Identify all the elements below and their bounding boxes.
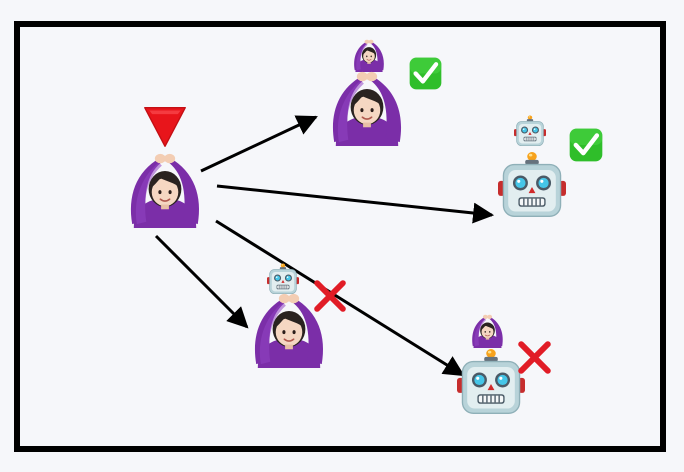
outcome-person-by-robot [254, 263, 343, 368]
source-node [130, 106, 200, 228]
arrows [154, 115, 495, 377]
robot-face-icon [457, 348, 525, 414]
outcome-robot-by-person [457, 314, 548, 414]
check-mark-button-icon [410, 58, 442, 90]
arrow-to-robot-by-person [215, 219, 465, 377]
robot-badge-icon [514, 115, 546, 147]
red-down-triangle-icon [143, 106, 187, 148]
robot-face-icon [498, 151, 566, 217]
arrow-to-person-by-robot [154, 234, 249, 329]
arrow-to-person-by-person [200, 115, 318, 173]
outcome-robot-by-robot [498, 115, 603, 217]
person-badge-icon [353, 39, 385, 72]
check-mark-button-icon [570, 129, 603, 162]
outcome-person-by-person [332, 39, 442, 146]
cross-mark-icon [521, 344, 548, 371]
arrow-to-robot-by-robot [216, 184, 495, 224]
person-gesturing-ok-icon [332, 71, 402, 146]
person-gesturing-ok-icon [254, 293, 324, 368]
person-badge-icon [471, 314, 504, 348]
diagram-frame [14, 21, 666, 452]
person-gesturing-ok-icon [130, 153, 200, 228]
